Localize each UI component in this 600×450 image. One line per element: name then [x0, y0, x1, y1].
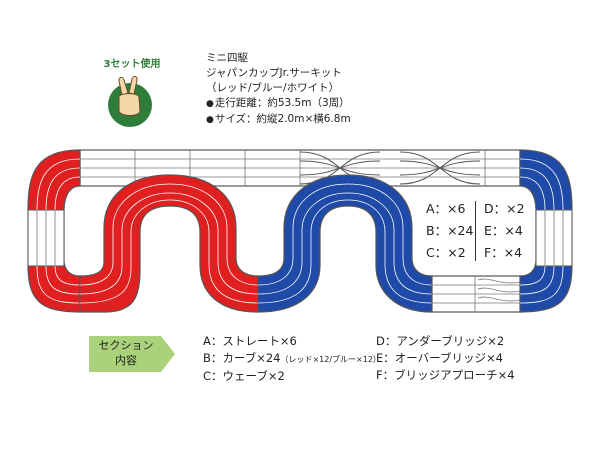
section-tag [89, 336, 175, 372]
title-line-3: （レッド/ブルー/ホワイト） [206, 82, 340, 94]
sections-right-list: D：アンダーブリッジ×2 E：オーバーブリッジ×4 F：ブリッジアプローチ×4 [376, 333, 515, 384]
section-d: D：アンダーブリッジ×2 [376, 334, 505, 348]
legend-a: A：×6 [426, 201, 466, 216]
section-a: A：ストレート×6 [203, 334, 297, 348]
red-wave-section [79, 174, 259, 313]
title-line-1: ミニ四駆 [206, 52, 248, 64]
section-tag-line-1: セクション [98, 339, 154, 352]
section-count-legend: A：×6 B：×24 C：×2 D：×2 E：×4 F：×4 [426, 198, 536, 264]
legend-f: F：×4 [484, 245, 523, 260]
section-b-note: （レッド×12/ブルー×12） [280, 355, 381, 364]
blue-wave-section [257, 174, 433, 313]
legend-c: C：×2 [426, 245, 466, 260]
section-b: B：カーブ×24（レッド×12/ブルー×12） [203, 350, 381, 368]
legend-left-column: A：×6 B：×24 C：×2 [426, 198, 473, 264]
section-c: C：ウェーブ×2 [203, 369, 285, 383]
spec-distance: 走行距離：約53.5m（3周） [206, 96, 351, 112]
legend-e: E：×4 [484, 223, 523, 238]
three-set-badge: 3セット使用 [104, 57, 161, 127]
section-tag-line-2: 内容 [115, 354, 137, 367]
circuit-title-block: ミニ四駆 ジャパンカップJr.サーキット （レッド/ブルー/ホワイト） 走行距離… [206, 51, 351, 128]
badge-text: 3セット使用 [104, 57, 161, 70]
right-blue-loop [519, 149, 573, 313]
section-tag-label: セクション 内容 [89, 338, 163, 368]
peace-hand-icon [118, 76, 141, 116]
spec-size: サイズ：約縦2.0m×横6.8m [206, 112, 351, 128]
legend-b: B：×24 [426, 223, 474, 238]
left-red-loop [27, 149, 81, 313]
spec-size-text: サイズ：約縦2.0m×横6.8m [214, 113, 351, 125]
legend-divider [475, 201, 476, 261]
bottom-right-white [431, 275, 523, 313]
legend-d: D：×2 [484, 201, 525, 216]
sections-left-list: A：ストレート×6 B：カーブ×24（レッド×12/ブルー×12） C：ウェーブ… [203, 333, 381, 385]
section-e: E：オーバーブリッジ×4 [376, 351, 503, 365]
section-b-text: B：カーブ×24 [203, 351, 281, 365]
legend-right-column: D：×2 E：×4 F：×4 [484, 198, 525, 264]
section-f: F：ブリッジアプローチ×4 [376, 368, 515, 382]
title-line-2: ジャパンカップJr.サーキット [206, 67, 342, 79]
spec-distance-text: 走行距離：約53.5m（3周） [214, 97, 350, 109]
